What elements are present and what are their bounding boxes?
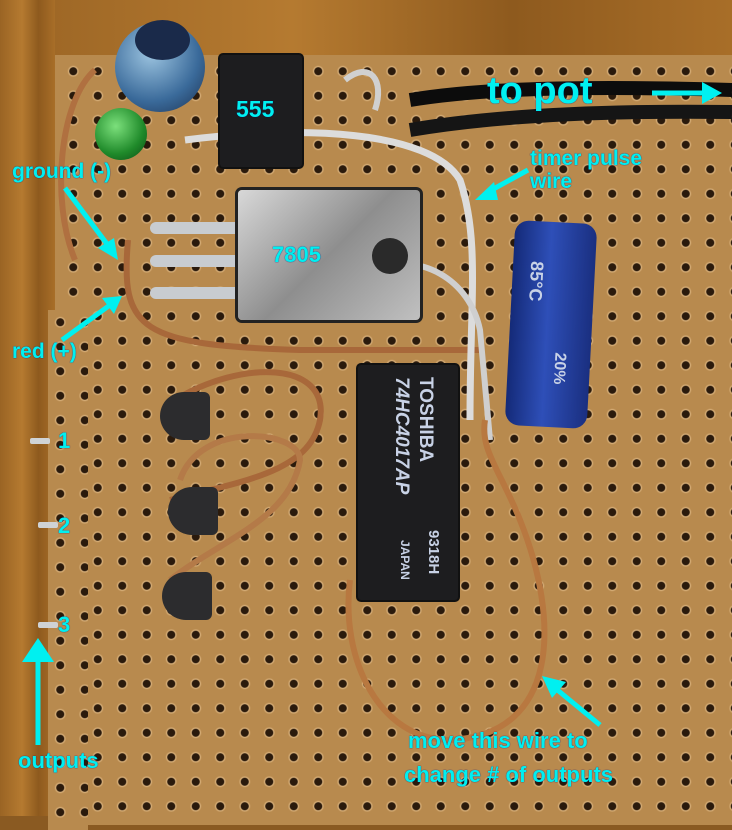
transistor [168,487,218,535]
arrow-head [542,676,566,698]
regulator-mount-hole [372,238,408,274]
capacitor-top [135,20,190,60]
copper-wire [58,67,98,262]
output-pin-3 [38,622,58,628]
regulator-leads [150,255,245,267]
copper-wire [123,239,480,353]
copper-wire [343,69,382,111]
stripboard-lower-left [48,310,88,830]
label-to-pot: to pot [487,70,593,112]
label-timer-pulse-wire: wire [530,170,573,193]
output-pin-2 [38,522,58,528]
regulator-leads [150,222,245,234]
arrow-head [22,638,54,662]
label-output-3: 3 [58,612,71,637]
green-led [95,108,147,160]
label-timer-pulse: timer pulse [530,147,643,170]
pot-cable [408,81,732,107]
label-ground: ground (-) [12,160,112,183]
timer-555-chip [220,55,302,167]
label-change-outputs: change # of outputs [404,762,613,787]
label-7805: 7805 [272,242,321,267]
output-pin-1 [30,438,50,444]
movable-output-wire [345,419,548,744]
arrow-red [60,302,112,343]
label-red-plus: red (+) [12,340,77,363]
arrow-head [98,238,118,260]
label-555: 555 [236,96,275,122]
wood-background-left [0,0,55,816]
label-move-wire: move this wire to [408,728,588,753]
transistor [160,392,210,440]
arrow-head [702,82,722,104]
arrow-head [475,182,498,200]
regulator-leads [150,287,245,299]
decade-counter-chip: TOSHIBA 74HC4017AP 9318H JAPAN [358,365,458,600]
label-output-1: 1 [58,428,71,453]
label-output-2: 2 [58,513,71,538]
transistor [162,572,212,620]
pot-cable-2 [408,104,732,137]
arrow-head [102,296,122,314]
copper-wire [168,433,304,583]
copper-wire [169,369,324,503]
arrow-ground [63,186,112,250]
arrow-move-wire [553,686,602,727]
stripboard [55,55,732,825]
label-outputs: outputs [18,748,99,773]
